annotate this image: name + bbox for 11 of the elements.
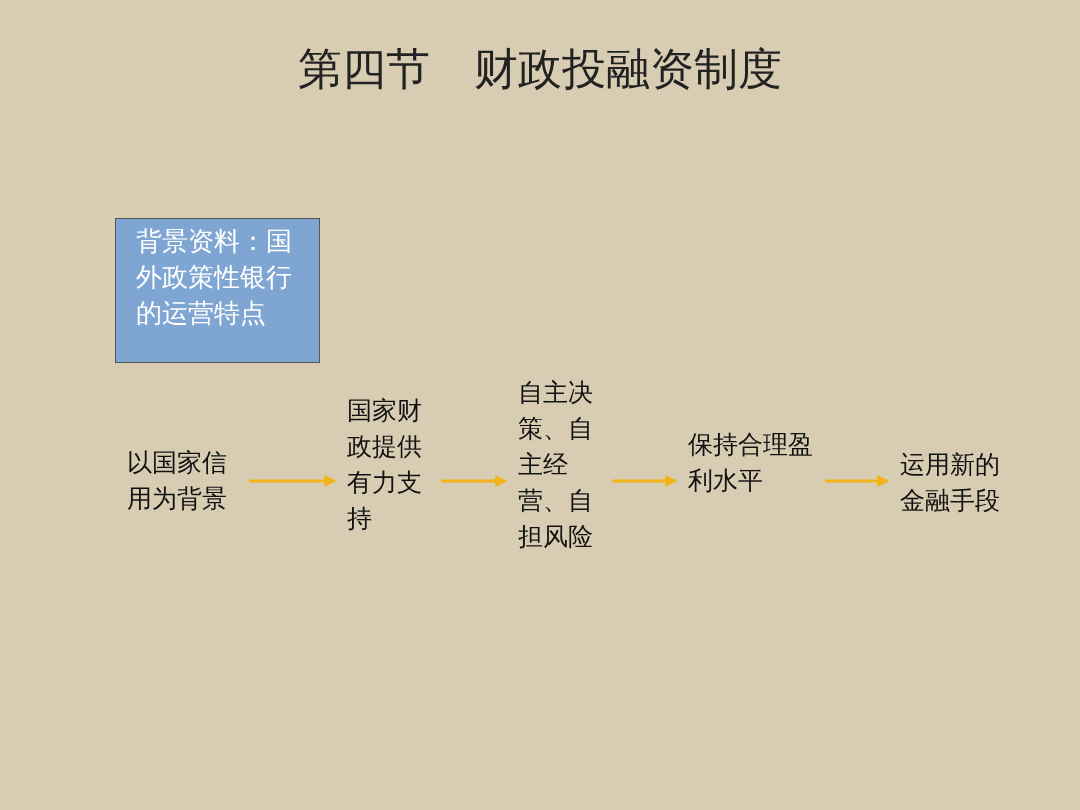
arrow <box>825 475 890 487</box>
arrow <box>249 475 337 487</box>
arrow <box>612 475 678 487</box>
step-text: 自主决策、自主经营、自担风险 <box>518 375 600 555</box>
arrow <box>441 475 508 487</box>
step-text: 以国家信用为背景 <box>127 445 237 517</box>
title: 第四节 财政投融资制度 <box>297 42 783 96</box>
step-text: 保持合理盈利水平 <box>688 427 813 499</box>
info-box: 背景资料：国外政策性银行的运营特点 <box>115 218 320 363</box>
step-text: 国家财政提供有力支持 <box>347 393 429 537</box>
step-text: 运用新的金融手段 <box>900 447 1012 519</box>
